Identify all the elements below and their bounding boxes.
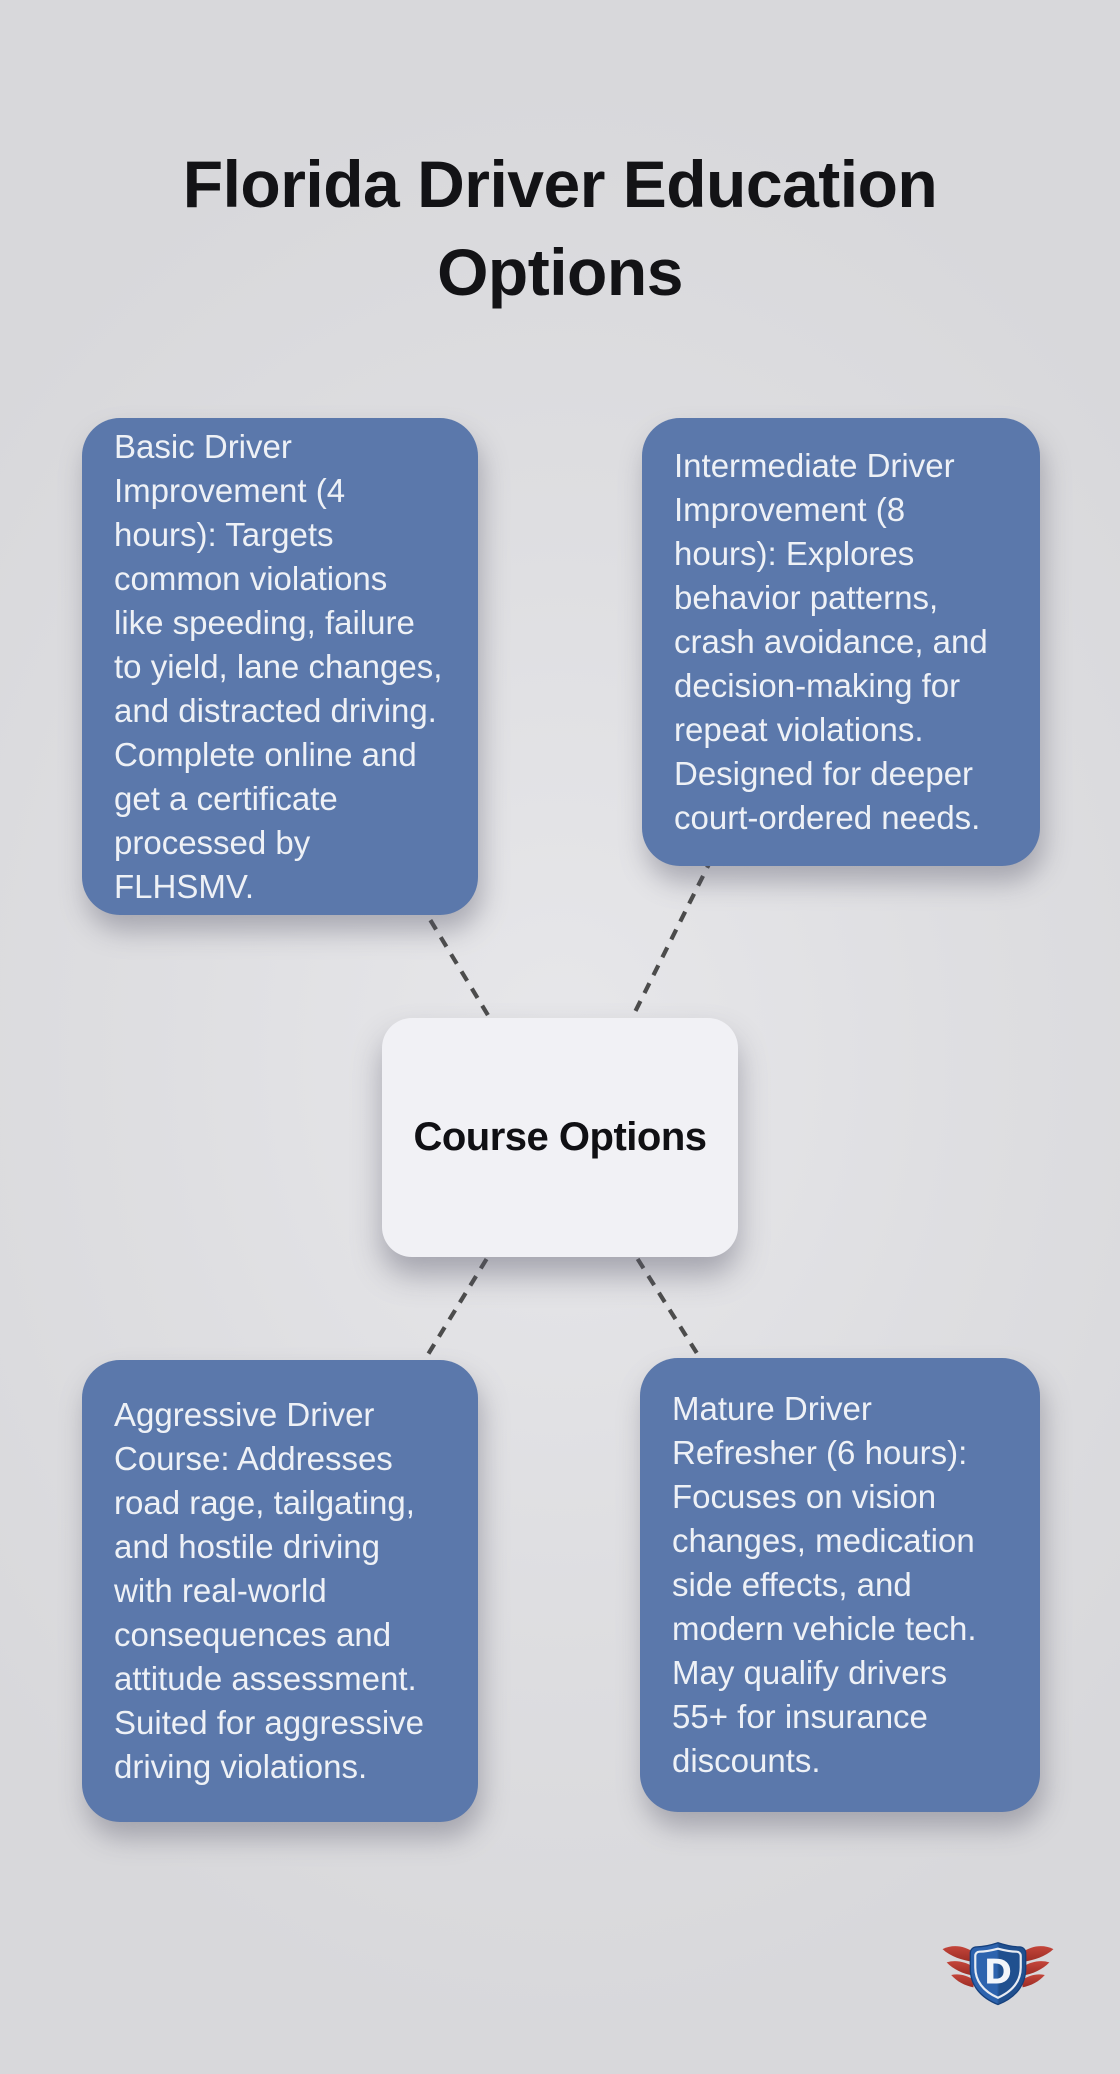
logo-shield-inner-border bbox=[974, 1947, 1022, 1999]
center-node-course-options: Course Options bbox=[382, 1018, 738, 1257]
card-text: Mature Driver Refresher (6 hours): Focus… bbox=[672, 1390, 977, 1779]
connector-bottom-right bbox=[625, 1240, 712, 1376]
card-text: Aggressive Driver Course: Addresses road… bbox=[114, 1396, 425, 1785]
card-mature-driver-refresher: Mature Driver Refresher (6 hours): Focus… bbox=[640, 1358, 1040, 1812]
card-basic-driver-improvement: Basic Driver Improvement (4 hours): Targ… bbox=[82, 418, 478, 915]
card-text: Intermediate Driver Improvement (8 hours… bbox=[674, 447, 988, 836]
center-node-label: Course Options bbox=[413, 1115, 707, 1159]
logo-letter: D bbox=[984, 1953, 1012, 1992]
card-aggressive-driver-course: Aggressive Driver Course: Addresses road… bbox=[82, 1360, 478, 1822]
card-intermediate-driver-improvement: Intermediate Driver Improvement (8 hours… bbox=[642, 418, 1040, 866]
page-title: Florida Driver Education Options bbox=[182, 147, 938, 310]
driver-shield-logo: D bbox=[938, 1937, 1058, 2014]
connector-bottom-left bbox=[414, 1240, 499, 1376]
connector-top-right bbox=[623, 857, 714, 1033]
card-text: Basic Driver Improvement (4 hours): Targ… bbox=[114, 427, 443, 905]
logo-right-wing-icon bbox=[1022, 1946, 1054, 1988]
connector-top-left bbox=[418, 901, 502, 1037]
logo-left-wing-icon bbox=[942, 1946, 974, 1988]
